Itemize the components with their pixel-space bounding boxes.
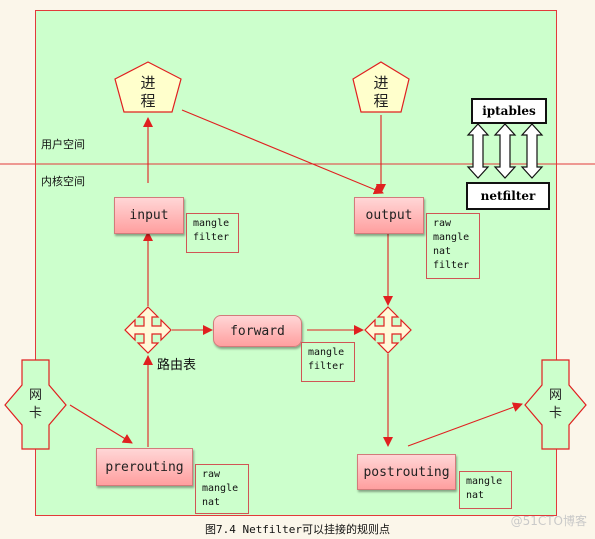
arrow-process-left-to-output: [181, 109, 384, 195]
nic-right-line1: 网: [548, 388, 562, 403]
nic-left-line2: 卡: [28, 406, 42, 421]
nic-right-line2: 卡: [548, 406, 562, 421]
kernel-space-label: 内核空间: [41, 175, 85, 188]
table-item: nat: [466, 490, 485, 501]
table-item: nat: [202, 497, 221, 508]
routing-cross-right: [364, 306, 412, 354]
process-left: 进 程: [133, 74, 163, 110]
chain-postrouting: postrouting: [357, 454, 456, 490]
process-left-shape: [114, 61, 182, 113]
tables-forward: mangle filter: [301, 342, 355, 382]
table-item: raw: [202, 469, 221, 480]
figure-caption: 图7.4 Netfilter可以挂接的规则点: [204, 523, 391, 536]
table-item: mangle: [193, 218, 230, 229]
netfilter-box: netfilter: [466, 182, 550, 210]
arrow-nic-to-prerouting: [69, 404, 133, 444]
nic-right: 网 卡: [542, 387, 569, 423]
table-item: mangle: [202, 483, 239, 494]
nic-left-shape: [4, 359, 67, 450]
table-item: raw: [433, 218, 452, 229]
process-right-line1: 进: [373, 74, 389, 92]
tables-postrouting: mangle nat: [459, 471, 512, 509]
table-item: mangle: [433, 232, 470, 243]
arrow-postrouting-to-nic: [407, 402, 523, 447]
chain-input: input: [114, 197, 184, 234]
process-right-line2: 程: [373, 92, 389, 110]
watermark: @51CTO博客: [510, 514, 587, 528]
table-item: mangle: [466, 476, 503, 487]
user-space-label: 用户空间: [41, 138, 85, 151]
tables-output: raw mangle nat filter: [426, 213, 480, 279]
tables-prerouting: raw mangle nat: [195, 464, 249, 514]
tables-input: mangle filter: [186, 213, 239, 253]
chain-prerouting: prerouting: [96, 448, 193, 486]
chain-forward: forward: [213, 315, 302, 347]
table-item: filter: [433, 260, 470, 271]
table-item: mangle: [308, 347, 345, 358]
nic-left-line1: 网: [28, 388, 42, 403]
table-item: filter: [308, 361, 345, 372]
nic-left: 网 卡: [22, 387, 49, 423]
process-left-line2: 程: [140, 92, 156, 110]
table-item: filter: [193, 232, 230, 243]
routing-table-label: 路由表: [157, 358, 197, 373]
iptables-box: iptables: [471, 98, 547, 124]
process-left-line1: 进: [140, 74, 156, 92]
chain-output: output: [354, 197, 424, 234]
process-right: 进 程: [366, 74, 396, 110]
iptables-netfilter-arrows: [466, 123, 544, 179]
process-right-shape: [352, 61, 410, 113]
table-item: nat: [433, 246, 452, 257]
nic-right-shape: [524, 359, 587, 450]
routing-cross-left: [124, 306, 172, 354]
